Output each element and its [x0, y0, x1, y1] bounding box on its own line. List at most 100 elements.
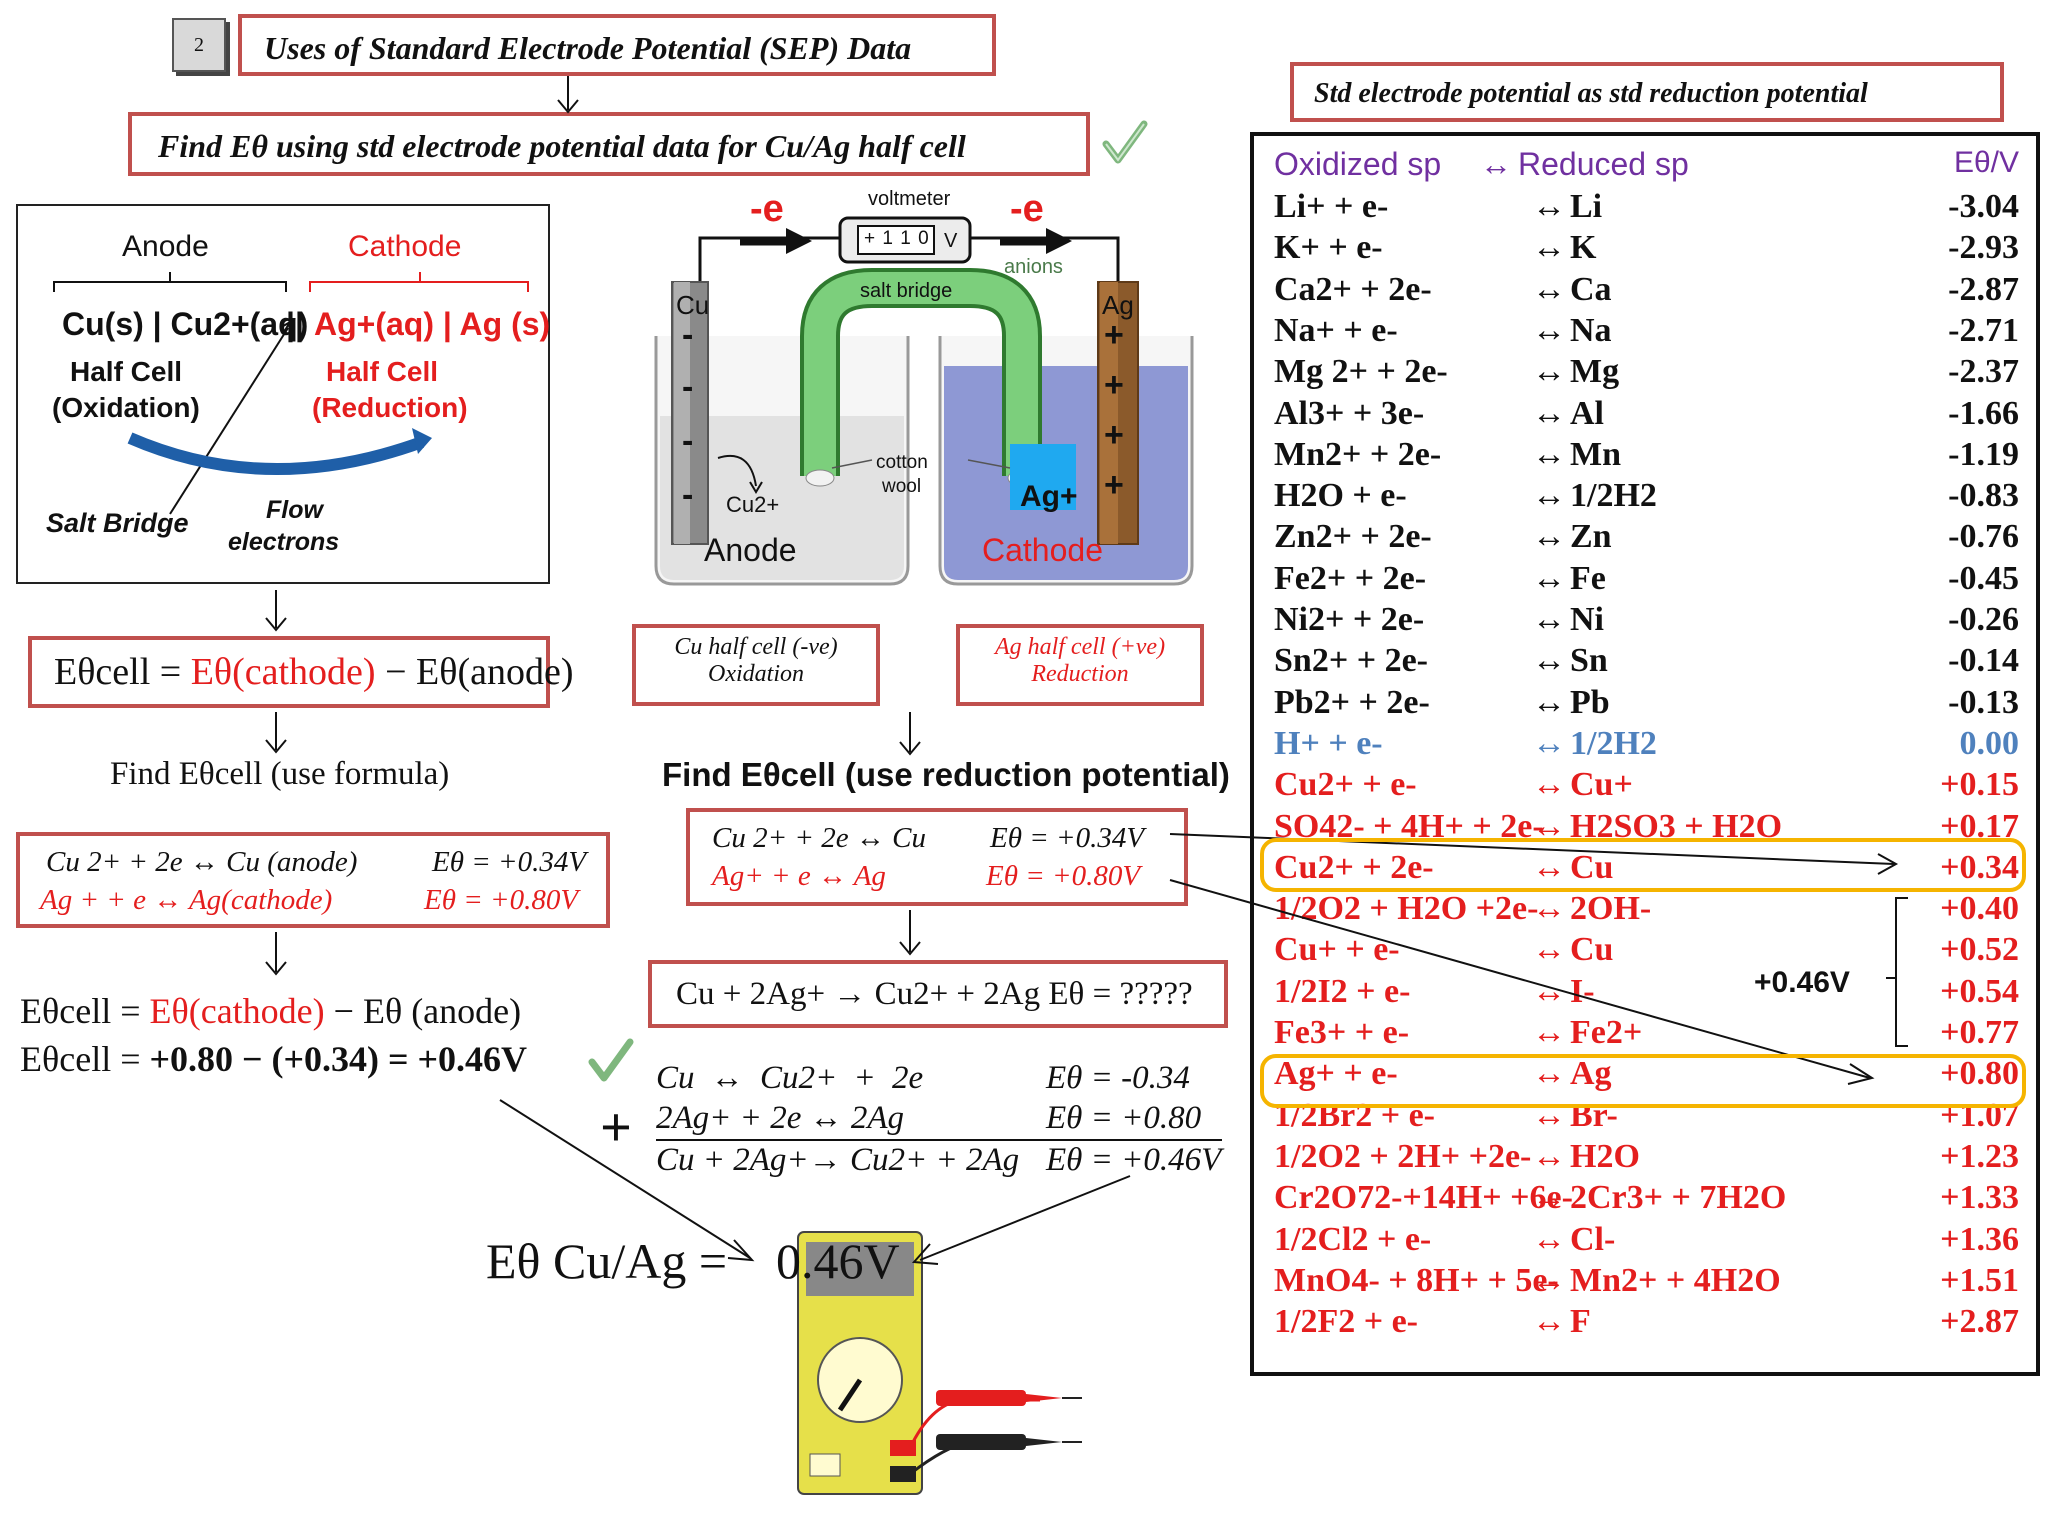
table-row: Cu2+ + 2e-↔Cu+0.34: [1254, 849, 2034, 890]
table-row: Cr2O72-+14H+ +6e-↔2Cr3+ + 7H2O+1.33: [1254, 1179, 2034, 1220]
table-title: Std electrode potential as std reduction…: [1314, 78, 1868, 109]
table-row: Mn2+ + 2e-↔Mn-1.19: [1254, 436, 2034, 477]
table-row: K+ + e-↔K-2.93: [1254, 229, 2034, 270]
row-reduced: Br-: [1570, 1096, 1618, 1134]
voltmeter-label: voltmeter: [868, 188, 951, 210]
row-arrow: ↔: [1532, 972, 1566, 1010]
voltmeter-display: + 1 1 0: [864, 228, 930, 249]
row-arrow: ↔: [1532, 1220, 1566, 1258]
ag-half-cell-box: Ag half cell (+ve) Reduction: [956, 624, 1204, 706]
row-reduced: 2Cr3+ + 7H2O: [1570, 1179, 1787, 1217]
table-row: Cu+ + e- ↔Cu +0.52: [1254, 931, 2034, 972]
anode-label: Anode: [122, 230, 209, 263]
left-ag-e: Eθ = +0.80V: [424, 884, 579, 916]
sum-r1: Cu ↔ Cu2+ + 2e: [656, 1060, 924, 1096]
sep-table: Oxidized sp ↔ Reduced sp Eθ/V Li+ + e-↔L…: [1250, 132, 2040, 1376]
table-row: Sn2+ + 2e-↔Sn-0.14: [1254, 642, 2034, 683]
pos-sign-2: +: [1104, 366, 1124, 404]
row-arrow: ↔: [1532, 311, 1566, 349]
row-potential: +0.52: [1940, 931, 2019, 969]
table-row: Fe3+ + e-↔Fe2++0.77: [1254, 1014, 2034, 1055]
cu-label: Cu: [676, 290, 710, 320]
row-reduced: Na: [1570, 311, 1612, 349]
calc-line-1: Eθcell = Eθ(cathode) − Eθ (anode): [20, 990, 521, 1032]
row-potential: -1.19: [1948, 435, 2019, 473]
result-value: 0.46V: [776, 1233, 900, 1289]
row-reduced: H2O: [1570, 1137, 1640, 1175]
row-oxidized: Al3+ + 3e-: [1274, 394, 1425, 432]
left-half-eq-box: Cu 2+ + 2e ↔ Cu (anode) Eθ = +0.34V Ag +…: [16, 832, 610, 928]
formula-box: Eθcell = Eθ(cathode) − Eθ(anode): [28, 636, 574, 708]
row-reduced: Zn: [1570, 518, 1612, 556]
table-row: 1/2Br2 + e-↔Br-+1.07: [1254, 1097, 2034, 1138]
row-arrow: ↔: [1532, 1137, 1566, 1175]
row-oxidized: Cu+ + e-: [1274, 931, 1400, 969]
pos-sign-4: +: [1104, 466, 1124, 504]
table-row: Li+ + e-↔Li-3.04: [1254, 188, 2034, 229]
table-row: 1/2O2 + H2O +2e-↔2OH-+0.40: [1254, 890, 2034, 931]
table-row: SO42- + 4H+ + 2e-↔H2SO3 + H2O+0.17: [1254, 808, 2034, 849]
table-row: Al3+ + 3e-↔Al-1.66: [1254, 395, 2034, 436]
calc-result: +0.80 − (+0.34) = +0.46V: [149, 1039, 528, 1079]
row-oxidized: MnO4- + 8H+ + 5e-: [1274, 1261, 1559, 1299]
left-sub2: (Oxidation): [52, 392, 200, 423]
neg-sign-3: -: [682, 422, 694, 460]
salt-bridge-tag: salt bridge: [860, 280, 953, 302]
row-arrow: ↔: [1532, 683, 1566, 721]
cell-left: Cu(s) | Cu2+(aq): [62, 306, 309, 342]
header-reduced: Reduced sp: [1518, 146, 1689, 182]
row-oxidized: Fe3+ + e-: [1274, 1014, 1410, 1051]
row-potential: -0.13: [1948, 683, 2019, 721]
row-potential: 0.00: [1959, 724, 2020, 762]
step-number-badge: 2: [172, 18, 226, 72]
neg-sign-1: -: [682, 316, 694, 354]
cu-half-cell-box: Cu half cell (-ve) Oxidation: [632, 624, 880, 706]
cathode-label: Cathode: [348, 230, 462, 263]
row-potential: -1.66: [1948, 394, 2019, 432]
row-oxidized: Na+ + e-: [1274, 311, 1398, 349]
mid-ag-e: Eθ = +0.80V: [986, 860, 1141, 892]
row-reduced: Cu: [1570, 848, 1614, 886]
neg-sign-4: -: [682, 476, 694, 514]
galvanic-cell-apparatus: voltmeter + 1 1 0 V -e -e anions salt br…: [640, 186, 1200, 606]
row-reduced: Cu: [1570, 931, 1614, 969]
calc-anode: − Eθ (anode): [333, 991, 522, 1031]
row-potential: -0.45: [1948, 559, 2019, 597]
row-arrow: ↔: [1532, 807, 1566, 845]
header-arrow: ↔: [1480, 146, 1512, 182]
table-row: Fe2+ + 2e-↔Fe-0.45: [1254, 560, 2034, 601]
row-reduced: Ag: [1570, 1055, 1612, 1093]
row-arrow: ↔: [1532, 394, 1566, 432]
step-number: 2: [194, 34, 204, 56]
row-arrow: ↔: [1532, 766, 1566, 804]
table-title-box: Std electrode potential as std reduction…: [1290, 62, 2004, 122]
calc-line-2: Eθcell = +0.80 − (+0.34) = +0.46V: [20, 1038, 527, 1080]
formula-minus: −: [385, 651, 407, 693]
sum-r2e: Eθ = +0.80: [1046, 1100, 1202, 1136]
overall-eq-box: Cu + 2Ag+ → Cu2+ + 2Ag Eθ = ?????: [648, 960, 1228, 1028]
row-potential: -0.26: [1948, 601, 2019, 638]
row-potential: +1.36: [1940, 1220, 2019, 1258]
row-reduced: 1/2H2: [1570, 724, 1657, 762]
row-oxidized: Fe2+ + 2e-: [1274, 559, 1427, 597]
calc-cathode: Eθ(cathode): [149, 991, 325, 1031]
row-arrow: ↔: [1532, 931, 1566, 969]
table-row: Ca2+ + 2e-↔Ca-2.87: [1254, 271, 2034, 312]
row-potential: +0.34: [1940, 848, 2019, 886]
cathode-beaker-label: Cathode: [982, 532, 1103, 568]
table-row: Pb2+ + 2e-↔Pb-0.13: [1254, 684, 2034, 725]
cu-ion-label: Cu2+: [726, 492, 780, 517]
table-row: MnO4- + 8H+ + 5e-↔Mn2+ + 4H2O+1.51: [1254, 1262, 2034, 1303]
multimeter-icon: [770, 1220, 1190, 1500]
table-header: Oxidized sp ↔ Reduced sp Eθ/V: [1254, 146, 2034, 187]
row-potential: -2.87: [1948, 270, 2019, 308]
row-arrow: ↔: [1532, 601, 1566, 638]
row-reduced: H2SO3 + H2O: [1570, 807, 1783, 845]
row-oxidized: Li+ + e-: [1274, 188, 1389, 225]
row-oxidized: 1/2O2 + H2O +2e-: [1274, 890, 1539, 928]
table-row: 1/2I2 + e-↔I-+0.54: [1254, 973, 2034, 1014]
ag-label: Ag: [1102, 290, 1134, 320]
check-icon-2: [588, 1036, 634, 1084]
row-potential: -2.37: [1948, 353, 2019, 391]
